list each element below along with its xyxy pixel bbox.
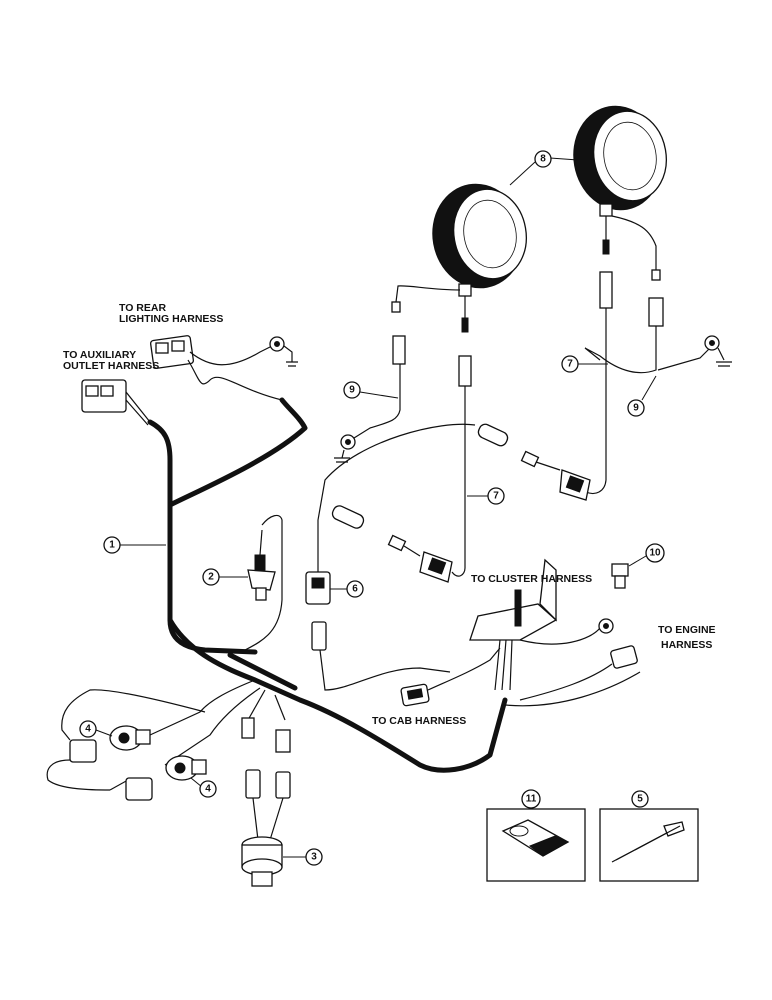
svg-text:6: 6 [352, 584, 358, 595]
svg-text:OUTLET HARNESS: OUTLET HARNESS [63, 360, 159, 372]
label-cluster-harness: TO CLUSTER HARNESS [471, 573, 592, 585]
svg-text:HARNESS: HARNESS [661, 639, 712, 651]
callout-10: 10 [628, 543, 665, 567]
callout-6: 6 [330, 580, 364, 598]
callout-5: 5 [631, 790, 649, 808]
label-rear-lighting: TO REAR LIGHTING HARNESS [119, 302, 223, 325]
part-4-switch-lower [125, 755, 207, 801]
auxiliary-outlet-connector [81, 379, 151, 426]
svg-text:3: 3 [311, 852, 317, 863]
callout-4-lower: 4 [190, 777, 217, 798]
main-harness [46, 397, 508, 791]
part-5-box [599, 808, 699, 882]
part-10-bolt [611, 563, 629, 589]
label-auxiliary-outlet: TO AUXILIARY OUTLET HARNESS [63, 349, 159, 372]
part-11-box [486, 808, 586, 882]
part-3-switch [241, 717, 291, 887]
cab-harness-connector [400, 647, 501, 707]
svg-text:TO REAR: TO REAR [119, 302, 166, 314]
svg-text:5: 5 [637, 794, 643, 805]
svg-text:9: 9 [349, 385, 355, 396]
svg-text:11: 11 [526, 794, 537, 805]
svg-text:2: 2 [208, 572, 214, 583]
label-engine-harness: TO ENGINE HARNESS [658, 624, 716, 651]
svg-text:TO AUXILIARY: TO AUXILIARY [63, 349, 136, 361]
callout-2: 2 [202, 568, 248, 586]
lamp-wiring [317, 215, 732, 583]
callout-7-right: 7 [561, 355, 608, 373]
callout-8: 8 [509, 150, 579, 186]
svg-text:1: 1 [109, 540, 115, 551]
callout-11: 11 [521, 789, 541, 809]
svg-text:9: 9 [633, 403, 639, 414]
part-6-connector [305, 571, 451, 691]
lamp-right [573, 105, 667, 255]
svg-text:4: 4 [205, 784, 211, 795]
svg-text:8: 8 [540, 154, 546, 165]
svg-text:7: 7 [567, 359, 573, 370]
callout-9-right: 9 [627, 375, 657, 417]
callout-4-upper: 4 [79, 720, 113, 738]
callout-3: 3 [283, 848, 323, 866]
callout-9-left: 9 [343, 381, 399, 399]
svg-text:LIGHTING HARNESS: LIGHTING HARNESS [119, 313, 223, 325]
callout-7-center: 7 [467, 487, 505, 505]
svg-text:7: 7 [493, 491, 499, 502]
callout-1: 1 [103, 536, 166, 554]
label-cab-harness: TO CAB HARNESS [372, 715, 466, 727]
part-4-switch-upper [69, 725, 151, 763]
part-2-switch [247, 529, 276, 601]
mounting-bracket [469, 558, 641, 707]
svg-text:10: 10 [649, 548, 661, 559]
svg-text:TO ENGINE: TO ENGINE [658, 624, 716, 636]
svg-text:4: 4 [85, 724, 91, 735]
lamp-left [432, 183, 527, 333]
rear-lighting-connector [149, 335, 298, 401]
